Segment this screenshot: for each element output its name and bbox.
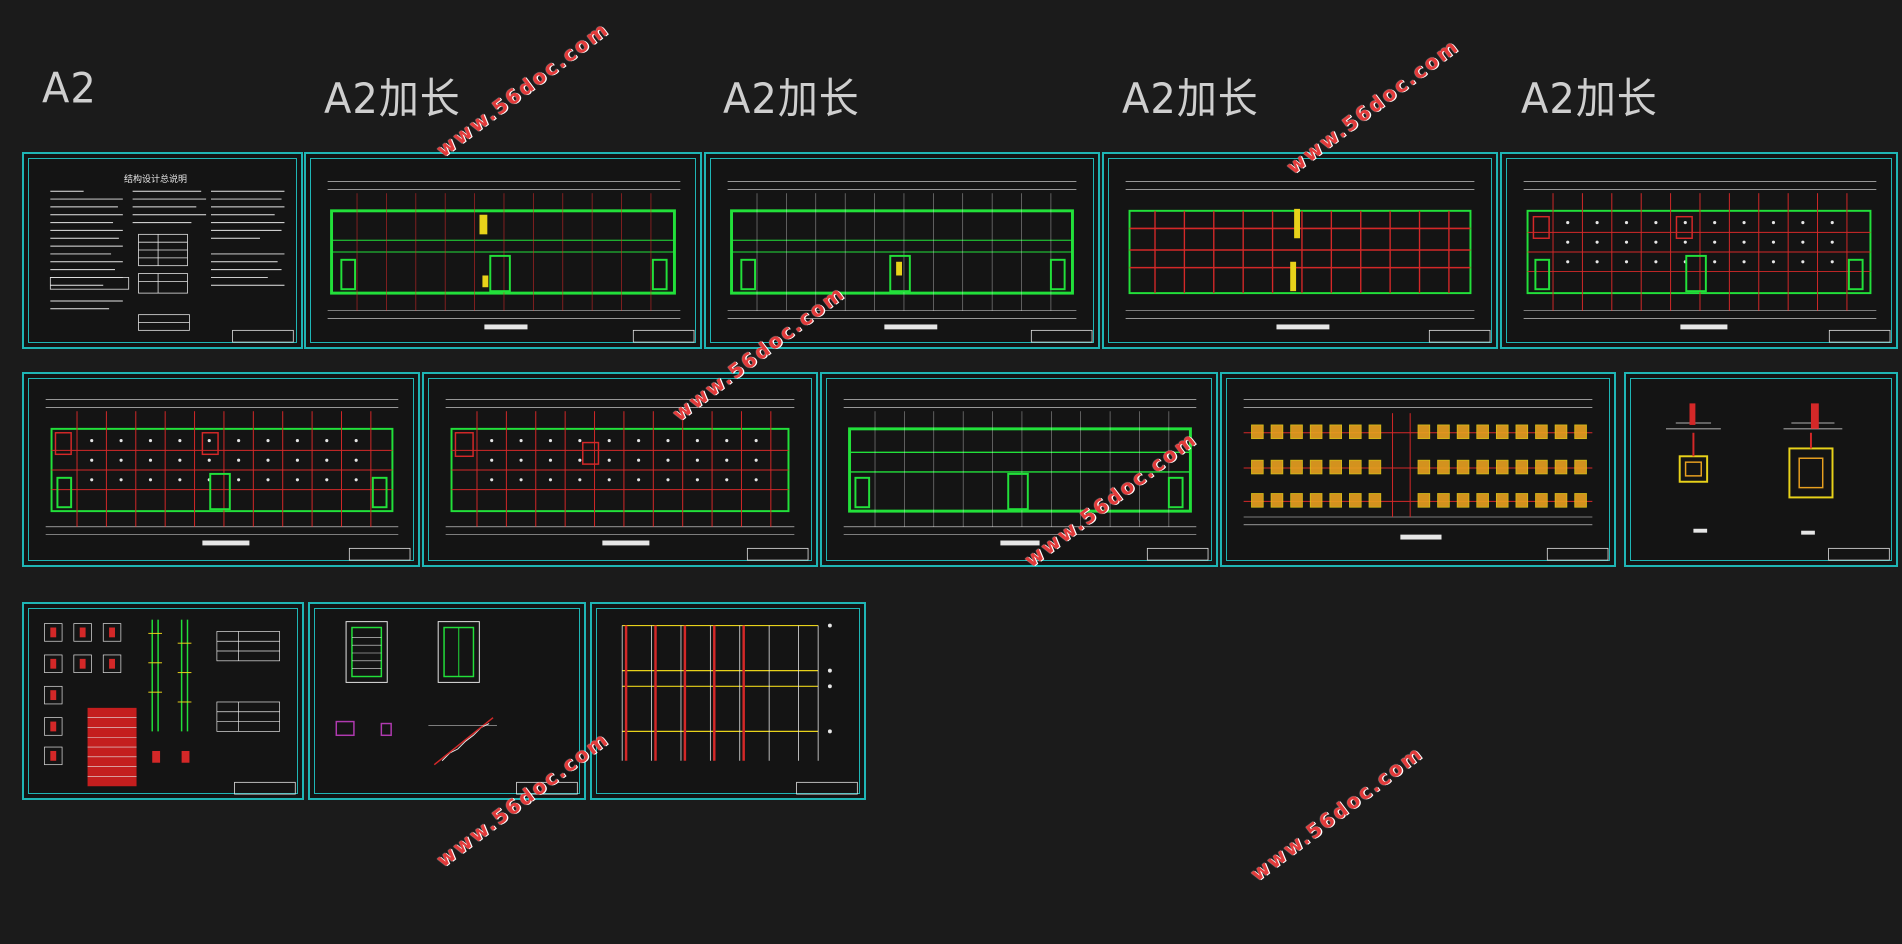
- floor-plan-drawing: [1125, 181, 1491, 343]
- label-a2-extended-1: A2加长: [324, 75, 461, 124]
- sheet-foundation-plan[interactable]: [304, 152, 702, 349]
- sheet-slab-plan-2[interactable]: [422, 372, 818, 567]
- floor-plan-drawing: [1523, 181, 1891, 343]
- sheet-foundation-details[interactable]: [1624, 372, 1898, 567]
- frame-drawing: [621, 623, 858, 795]
- sheet-stair-details[interactable]: [308, 602, 586, 800]
- schedule-drawing: [44, 619, 296, 795]
- sheet-roof-plan[interactable]: [1500, 152, 1898, 349]
- watermark: www.56doc.com: [1245, 740, 1428, 886]
- floor-plan-drawing: [727, 181, 1093, 343]
- stair-drawing: [335, 621, 578, 795]
- label-a2-extended-2: A2加长: [723, 75, 860, 124]
- sheet-foundation-layout[interactable]: [1220, 372, 1616, 567]
- label-a2-extended-3: A2加长: [1122, 75, 1259, 124]
- sheet-frame-elevation[interactable]: [590, 602, 866, 800]
- sheet-roof-beam-plan[interactable]: [820, 372, 1218, 567]
- sheet-floor-plan-2[interactable]: [704, 152, 1100, 349]
- general-notes-drawing: [49, 190, 294, 343]
- sheet-slab-plan-1[interactable]: [22, 372, 420, 567]
- floor-plan-drawing: [45, 399, 411, 561]
- foundation-drawing: [1243, 399, 1609, 561]
- label-a2: A2: [42, 64, 97, 114]
- sheet-column-schedule[interactable]: [22, 602, 304, 800]
- sheet-floor-plan-3[interactable]: [1102, 152, 1498, 349]
- floor-plan-drawing: [327, 181, 695, 343]
- floor-plan-drawing: [445, 399, 809, 561]
- detail-drawing: [1665, 403, 1890, 561]
- label-a2-extended-4: A2加长: [1521, 75, 1658, 124]
- floor-plan-drawing: [843, 399, 1209, 561]
- sheet-title: 结构设计总说明: [124, 175, 188, 185]
- sheet-general-notes[interactable]: 结构设计总说明: [22, 152, 303, 349]
